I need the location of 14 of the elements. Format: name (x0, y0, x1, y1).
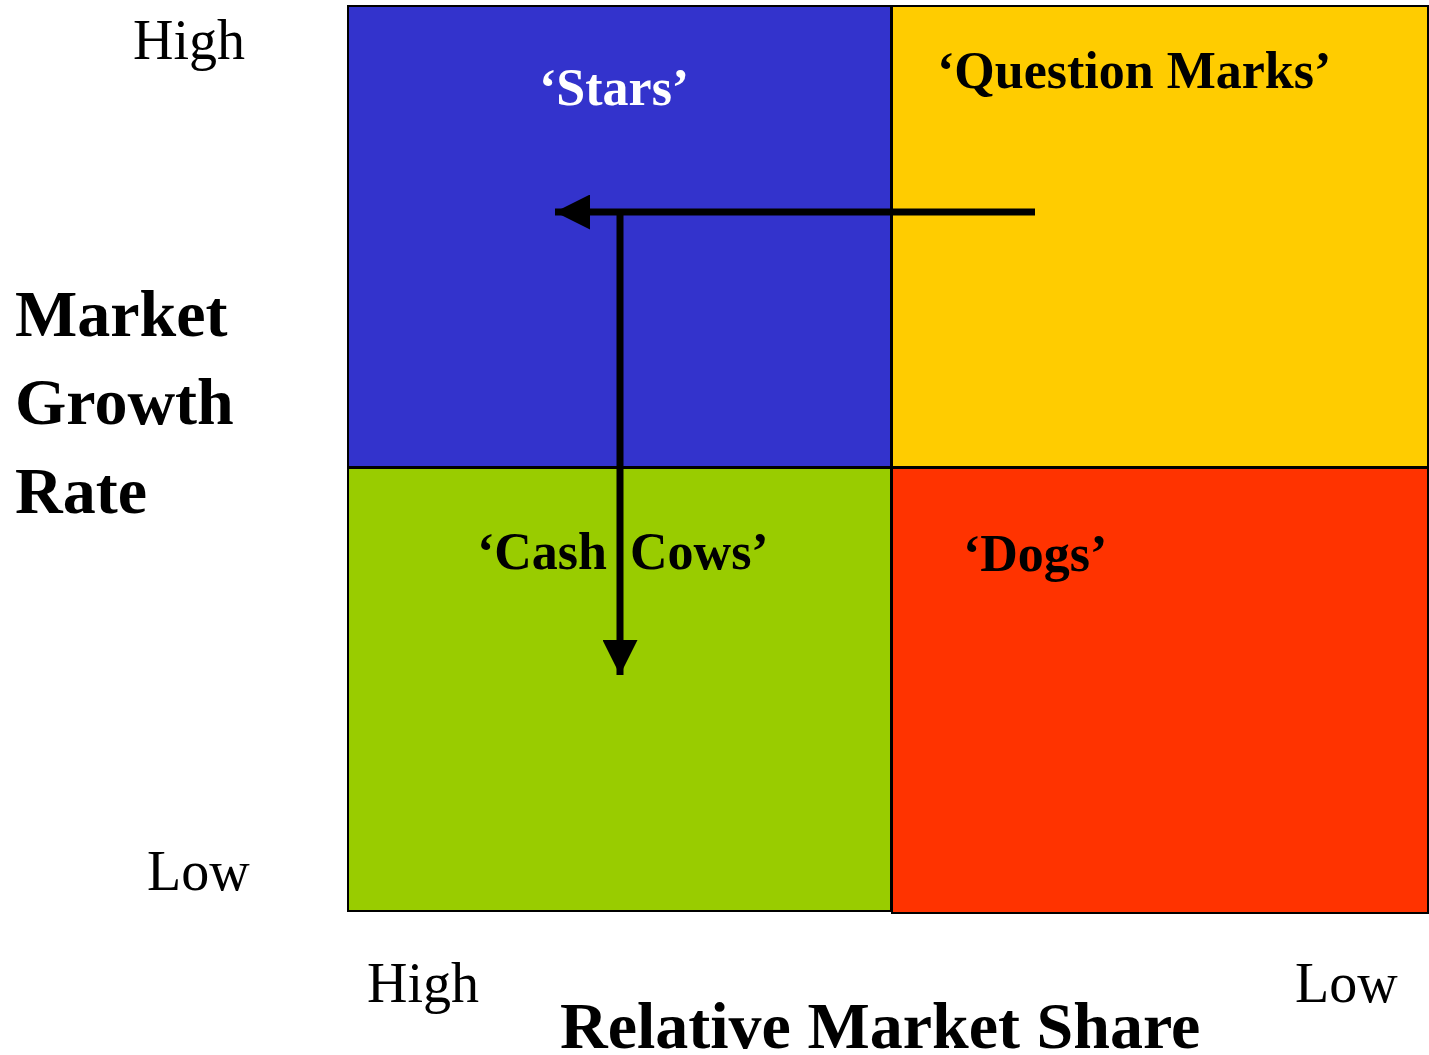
axis-title: Relative Market Share (560, 993, 1201, 1055)
quadrant-label: ‘Stars’ (539, 62, 690, 114)
axis-title: Market Growth Rate (15, 276, 235, 529)
quadrant-box (891, 5, 1429, 468)
quadrant-label: ‘Question Marks’ (937, 45, 1332, 97)
quadrant-box (347, 467, 892, 912)
arrow (555, 194, 1035, 230)
quadrant-box (347, 5, 892, 468)
arrow (602, 212, 638, 675)
quadrant-box (891, 467, 1429, 914)
axis-level-label: Low (147, 843, 250, 899)
quadrant-label: ‘Cash Cows’ (477, 526, 769, 578)
quadrant-label: ‘Dogs’ (963, 528, 1108, 580)
axis-level-label: Low (1295, 955, 1398, 1011)
